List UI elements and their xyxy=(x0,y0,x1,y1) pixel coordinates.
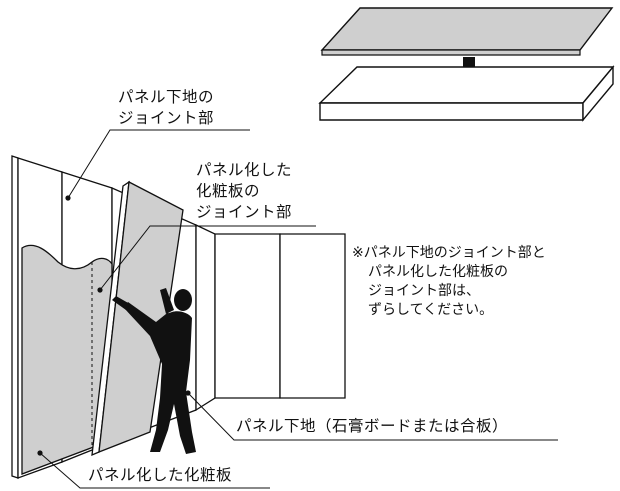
stacked-boards-illustration xyxy=(318,7,615,122)
label-decor-panel: パネル化した化粧板 xyxy=(88,466,233,484)
decor-sheet-edge xyxy=(321,49,581,56)
substrate-panel-front-a xyxy=(214,233,281,399)
label-panel-joint-line2: 化粧板の xyxy=(196,182,261,200)
label-substrate: パネル下地（石膏ボードまたは合板） xyxy=(236,417,509,435)
label-panel-joint-line1: パネル化した xyxy=(196,161,293,179)
substrate-sheet-top xyxy=(318,66,615,104)
substrate-panel-4 xyxy=(195,223,216,412)
decor-sheet-top xyxy=(320,7,614,51)
label-panel-joint: パネル化した 化粧板の ジョイント部 xyxy=(196,160,292,223)
label-substrate-joint-line1: パネル下地の xyxy=(118,88,215,106)
label-panel-joint-line3: ジョイント部 xyxy=(196,203,293,221)
worker-silhouette xyxy=(112,288,196,454)
label-substrate-joint-line2: ジョイント部 xyxy=(118,109,215,127)
substrate-sheet-side xyxy=(582,65,614,122)
leader-substrate-joint xyxy=(67,129,250,199)
leader-lines xyxy=(39,129,558,489)
substrate-sheet-front xyxy=(319,102,584,121)
substrate-panel-front-b xyxy=(279,233,346,399)
note-line2: パネル化した化粧板の xyxy=(368,264,508,280)
leader-panel-joint xyxy=(99,225,316,291)
installed-decor-panel xyxy=(21,244,113,475)
leader-substrate xyxy=(187,392,558,441)
note-line1: ※パネル下地のジョイント部と xyxy=(352,245,546,261)
note-line4: ずらしてください。 xyxy=(368,302,494,318)
note-line3: ジョイント部は、 xyxy=(368,283,480,299)
installation-note: ※パネル下地のジョイント部と パネル化した化粧板の ジョイント部は、 ずらしてく… xyxy=(352,244,546,320)
leader-decor-panel xyxy=(39,452,270,489)
wall-end-edge xyxy=(11,155,19,479)
label-substrate-joint: パネル下地の ジョイント部 xyxy=(118,87,214,129)
leader-dots xyxy=(37,195,191,456)
